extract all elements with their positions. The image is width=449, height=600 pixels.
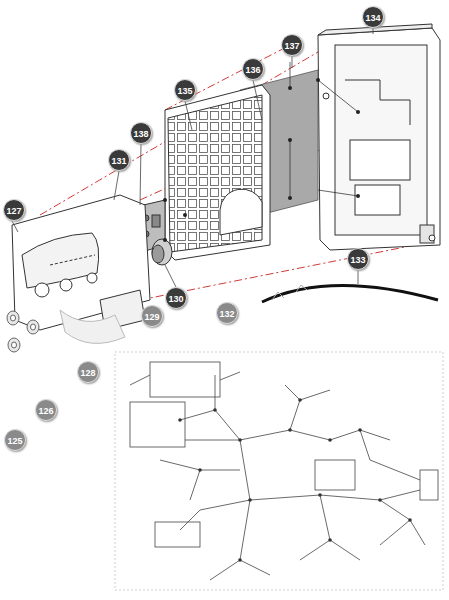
harness-junction <box>238 438 242 442</box>
harness-junction <box>248 498 252 502</box>
callout-number: 132 <box>216 302 238 324</box>
harness-junction <box>298 398 302 402</box>
harness-junction <box>213 408 217 412</box>
callout-number: 137 <box>281 34 303 56</box>
callout-number: 126 <box>35 399 57 421</box>
harness-junction <box>328 438 332 442</box>
callout-number: 130 <box>165 287 187 309</box>
harness-junction <box>358 428 362 432</box>
callout-number: 127 <box>3 199 25 221</box>
harness-junction <box>328 538 332 542</box>
callout-number: 135 <box>174 79 196 101</box>
harness-junction <box>408 518 412 522</box>
callout-number: 136 <box>242 58 264 80</box>
callout-number: 131 <box>108 149 130 171</box>
callout-number: 133 <box>347 248 369 270</box>
harness-junction <box>178 418 182 422</box>
harness-junction <box>198 468 202 472</box>
callout-number: 138 <box>130 122 152 144</box>
harness-junction <box>238 558 242 562</box>
callout-number: 129 <box>141 305 163 327</box>
callout-number: 128 <box>77 361 99 383</box>
harness-junction <box>378 498 382 502</box>
callout-number: 134 <box>362 6 384 28</box>
harness-junction <box>288 428 292 432</box>
callout-number: 125 <box>4 429 26 451</box>
harness-junction <box>318 493 322 497</box>
